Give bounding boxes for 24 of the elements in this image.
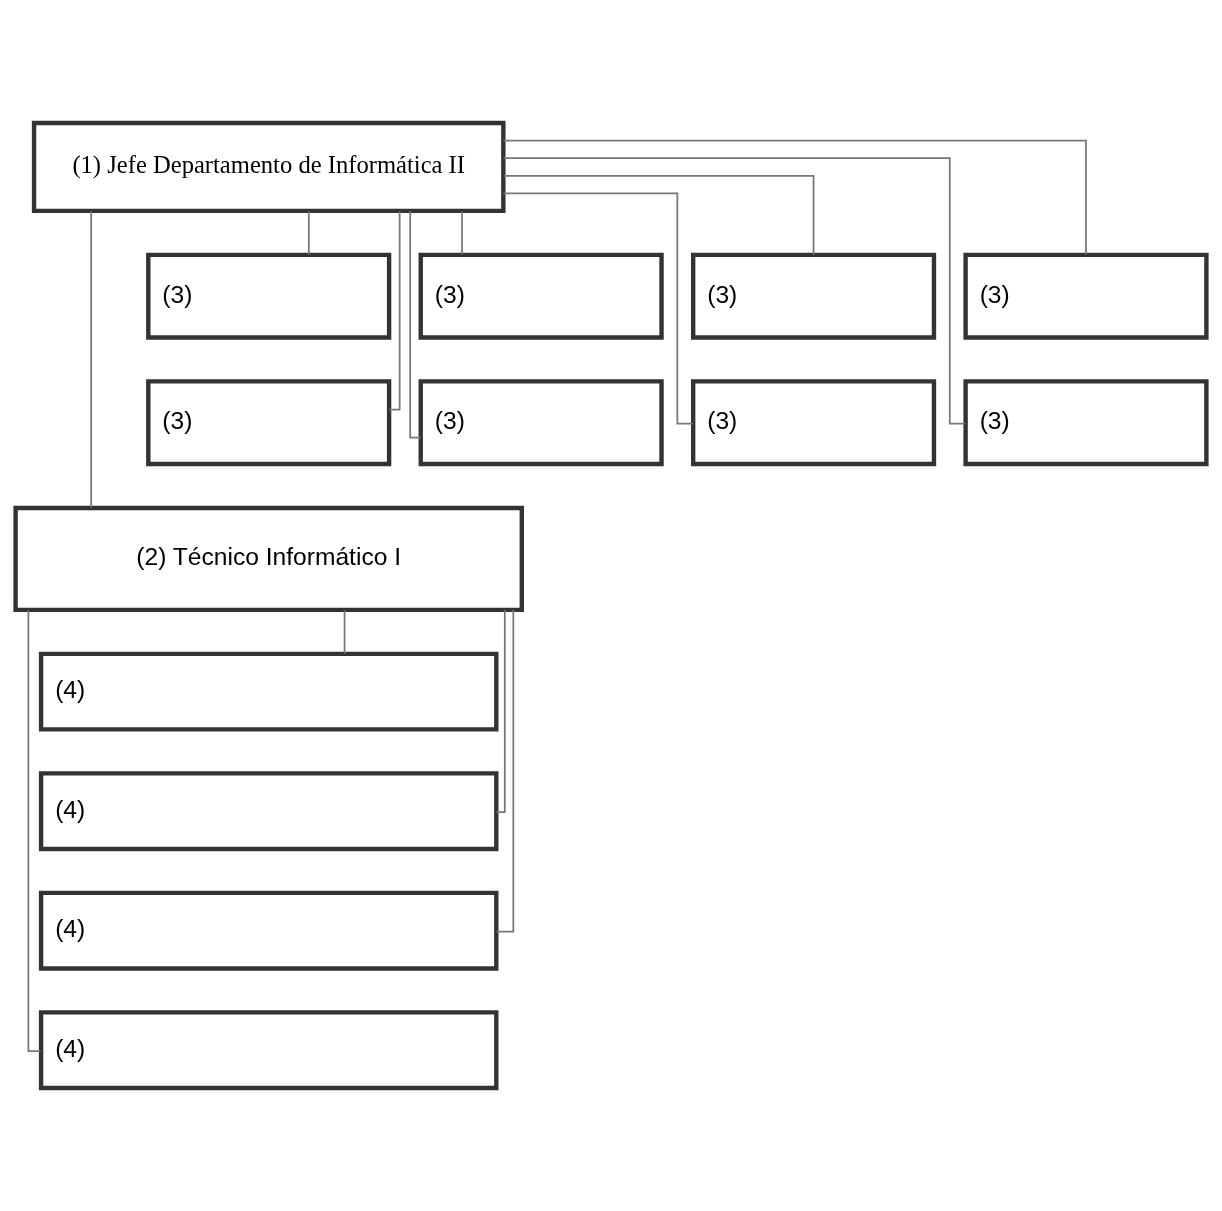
node-box: (3): [963, 379, 1209, 467]
node-box: (4): [38, 890, 499, 971]
connector: [27, 609, 42, 1052]
connector: [495, 609, 506, 813]
connector: [409, 210, 422, 439]
node-box: (3): [690, 379, 937, 467]
node-box: (3): [146, 379, 392, 467]
connector: [90, 210, 93, 509]
node-box: (3): [418, 252, 664, 340]
node-box: (4): [38, 1010, 499, 1091]
connector: [502, 174, 815, 256]
node-box: (4): [38, 771, 499, 852]
node-box: (3): [146, 252, 392, 340]
connector: [502, 139, 1087, 256]
connector: [388, 210, 401, 411]
connector: [461, 210, 463, 256]
node-box: (3): [690, 252, 937, 340]
connector: [307, 210, 310, 256]
node-box: (3): [418, 379, 664, 467]
node-box: (3): [963, 252, 1209, 340]
connector: [343, 609, 346, 655]
node-box: (1) Jefe Departamento de Informática II: [31, 120, 506, 214]
node-box: (2) Técnico Informático I: [13, 505, 524, 613]
node-box: (4): [38, 651, 499, 732]
